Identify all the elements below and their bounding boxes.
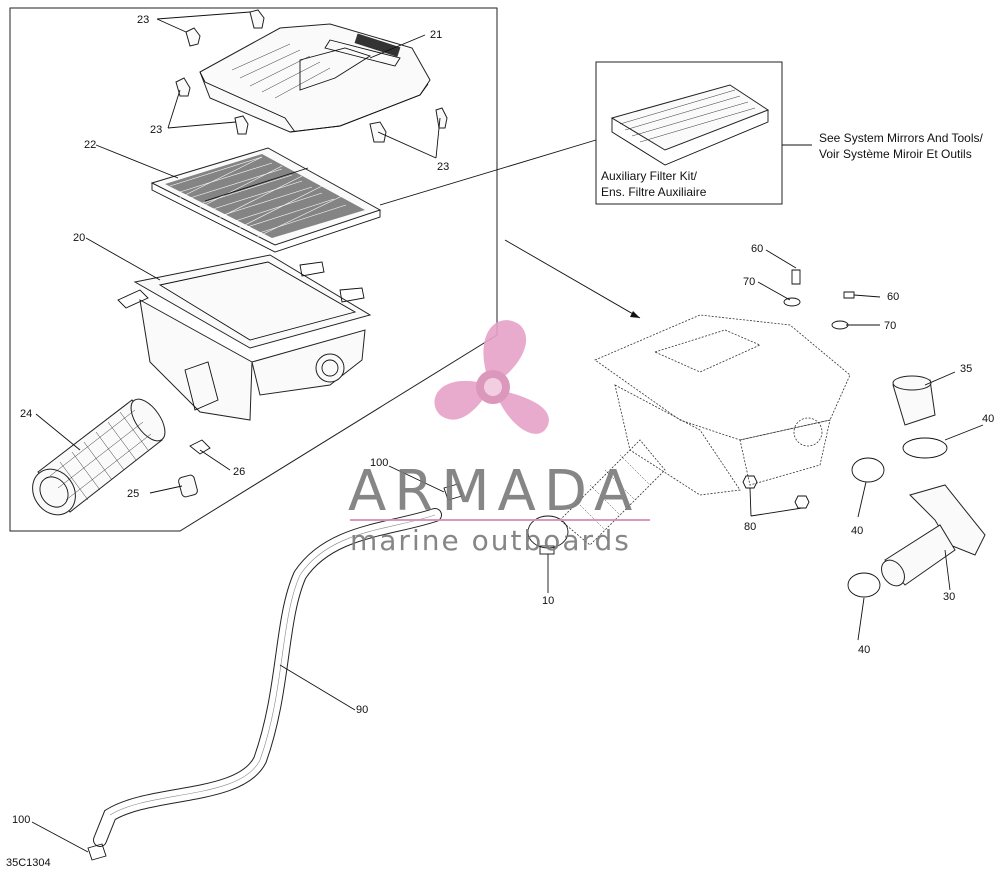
callout-20: 20	[73, 232, 85, 244]
callout-30: 30	[943, 591, 955, 603]
air-filter-part-22	[150, 147, 382, 253]
intake-tube-part-24	[32, 398, 166, 516]
see-system-mirrors-line-2: Voir Système Miroir Et Outils	[819, 147, 972, 161]
watermark-tagline: marine outboards	[350, 524, 631, 557]
callout-80: 80	[744, 521, 756, 533]
propeller-logo-icon	[434, 320, 549, 434]
callout-26: 26	[233, 466, 245, 478]
callout-100-top: 100	[370, 457, 388, 469]
callout-90: 90	[356, 704, 368, 716]
bolt-part-60	[791, 269, 855, 299]
callout-40-middle: 40	[851, 525, 863, 537]
washer-part-70	[783, 297, 849, 330]
callout-23-top: 23	[137, 14, 149, 26]
callout-22: 22	[84, 139, 96, 151]
airbox-cover-part-21	[199, 23, 431, 133]
callout-40-top: 40	[982, 413, 994, 425]
clamps-part-40	[847, 437, 948, 598]
callout-70-top: 70	[743, 276, 755, 288]
callout-60-top: 60	[751, 243, 763, 255]
callout-21: 21	[430, 29, 442, 41]
auxiliary-filter-kit-illustration	[610, 84, 770, 166]
auxiliary-kit-line-1: Auxiliary Filter Kit/	[601, 169, 698, 183]
callout-10: 10	[542, 595, 554, 607]
callout-23-right: 23	[437, 161, 449, 173]
callout-24: 24	[20, 408, 32, 420]
diagram-code: 35C1304	[6, 857, 51, 869]
callout-100-bottom: 100	[12, 814, 30, 826]
nut-part-80	[742, 475, 810, 509]
see-system-mirrors-line-1: See System Mirrors And Tools/	[819, 131, 984, 145]
callout-35: 35	[960, 363, 972, 375]
armada-watermark: ARMADA marine outboards	[348, 320, 650, 557]
exploded-view-frame	[9, 7, 498, 532]
intake-elbow-part-30	[881, 484, 986, 587]
drain-hose-part-90	[93, 508, 442, 847]
callout-23-left: 23	[150, 124, 162, 136]
clamp-part-10	[527, 515, 569, 555]
airbox-base-part-20	[117, 254, 372, 421]
tie-strap-part-26	[189, 439, 211, 455]
assembled-airbox	[559, 314, 851, 546]
callout-60-right: 60	[887, 291, 899, 303]
drain-valve-part-25	[178, 474, 198, 498]
callout-40-bottom: 40	[858, 644, 870, 656]
callout-25: 25	[127, 488, 139, 500]
leader-lines	[31, 11, 984, 853]
watermark-brand: ARMADA	[348, 459, 640, 524]
auxiliary-filter-part-35	[892, 375, 936, 426]
auxiliary-kit-line-2: Ens. Filtre Auxiliaire	[601, 185, 707, 199]
callout-70-right: 70	[884, 320, 896, 332]
hose-clamps-part-100	[87, 483, 463, 861]
